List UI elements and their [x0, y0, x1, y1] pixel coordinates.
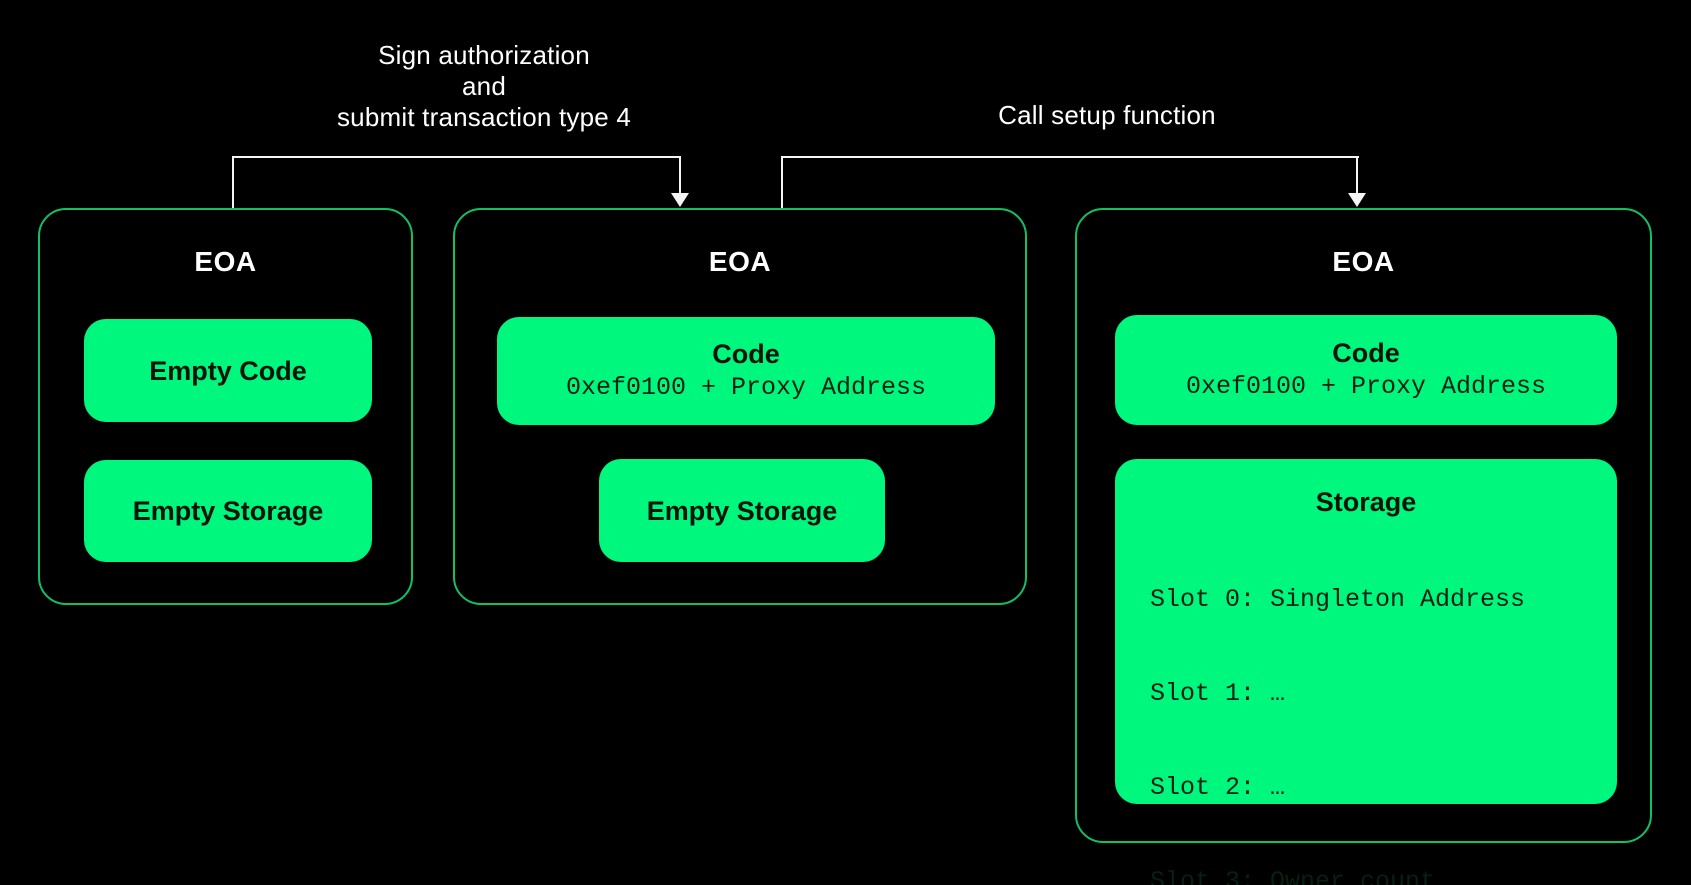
storage-slot-3: Slot 3: Owner count	[1150, 867, 1436, 885]
label-sign-authorization: Sign authorization and submit transactio…	[284, 40, 684, 133]
arrow-2-horizontal	[781, 156, 1359, 158]
label-sign-authorization-line-2: and	[462, 71, 506, 101]
code-label: Code	[1332, 338, 1400, 368]
code-value: 0xef0100 + Proxy Address	[1185, 372, 1547, 401]
storage-slot-0: Slot 0: Singleton Address	[1150, 584, 1526, 614]
empty-code-label: Empty Code	[149, 355, 307, 386]
arrow-1-horizontal	[232, 156, 681, 158]
empty-storage-label: Empty Storage	[132, 496, 324, 526]
eoa-3-storage-block: Storage Slot 0: Singleton Address Slot 1…	[1115, 459, 1617, 885]
eoa-1-empty-storage-block: Empty Storage	[84, 460, 372, 562]
storage-slot-2: Slot 2: …	[1150, 773, 1286, 803]
arrow-1-end-vertical	[679, 156, 681, 196]
storage-label: Storage	[1315, 487, 1417, 517]
arrow-1-start-vertical	[232, 156, 234, 208]
arrow-2-arrowhead-icon	[1348, 193, 1366, 207]
label-sign-authorization-line-3: submit transaction type 4	[336, 102, 632, 132]
arrow-2-end-vertical	[1356, 156, 1358, 196]
code-value: 0xef0100 + Proxy Address	[565, 373, 927, 402]
eoa-box-2: EOA Code 0xef0100 + Proxy Address Empty …	[453, 208, 1027, 605]
label-sign-authorization-line-1: Sign authorization	[378, 40, 590, 70]
eoa-box-3: EOA Code 0xef0100 + Proxy Address Storag…	[1075, 208, 1652, 885]
label-call-setup-function: Call setup function	[998, 100, 1216, 130]
eoa-2-code-block: Code 0xef0100 + Proxy Address	[497, 317, 995, 425]
empty-storage-label: Empty Storage	[646, 495, 838, 526]
storage-slot-1: Slot 1: …	[1150, 679, 1286, 709]
code-label: Code	[712, 339, 780, 369]
eoa-box-3-title: EOA	[1332, 246, 1395, 277]
eoa-1-empty-code-block: Empty Code	[84, 319, 372, 422]
arrow-2-start-vertical	[781, 156, 783, 208]
eoa-box-1-title: EOA	[194, 246, 257, 277]
eoa-box-2-title: EOA	[708, 246, 772, 277]
storage-slot-list: Slot 0: Singleton Address Slot 1: … Slot…	[1115, 521, 1617, 885]
eoa-box-1: EOA Empty Code Empty Storage	[38, 208, 413, 605]
eoa-3-code-block: Code 0xef0100 + Proxy Address	[1115, 315, 1617, 425]
eoa-2-empty-storage-block: Empty Storage	[599, 459, 885, 562]
arrow-1-arrowhead-icon	[671, 193, 689, 207]
